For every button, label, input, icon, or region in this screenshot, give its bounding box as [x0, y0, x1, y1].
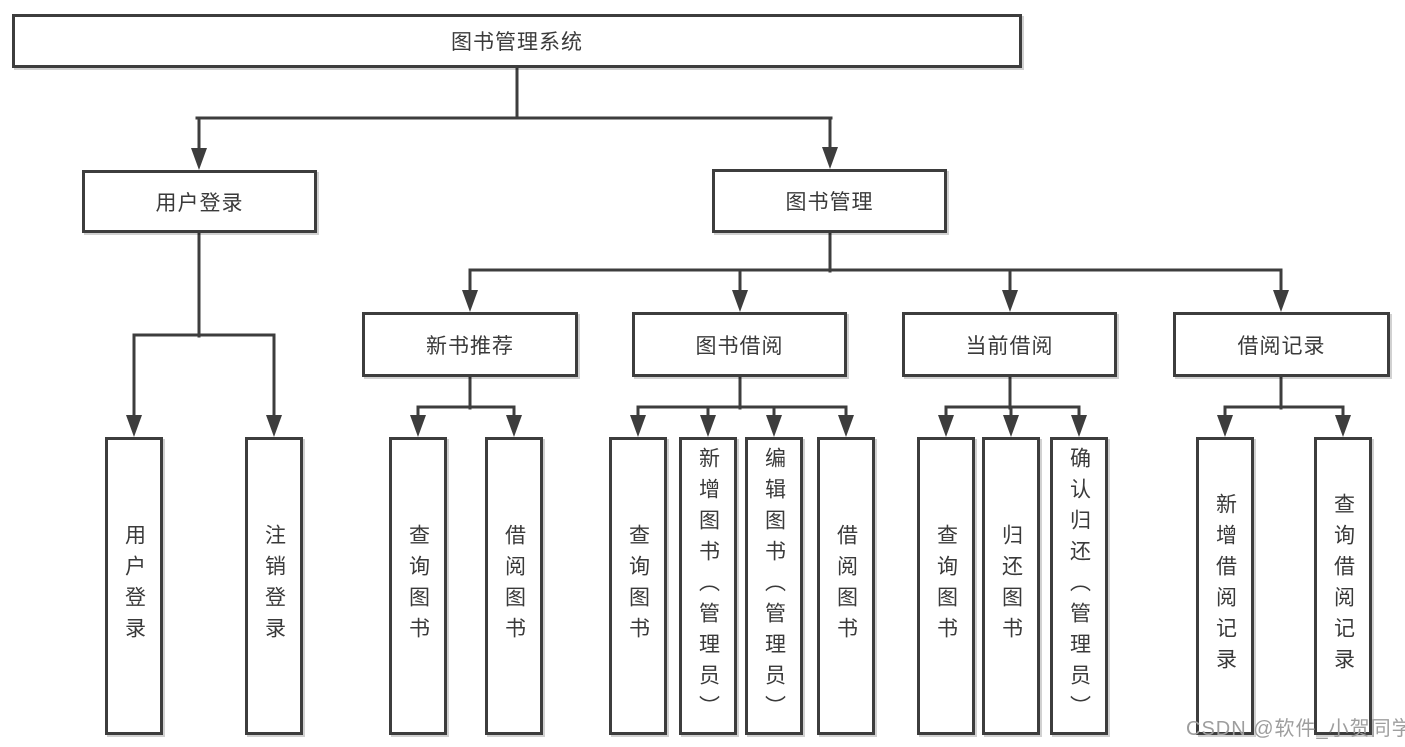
node-user-login: 用户登录	[82, 170, 317, 233]
leaf-logout-label: 注销登录	[262, 524, 286, 648]
leaf-add-borrow-record-label: 新增借阅记录	[1213, 493, 1237, 679]
leaf-query-books-borrow-label: 查询图书	[626, 524, 650, 648]
node-user-login-label: 用户登录	[155, 191, 244, 215]
node-book-borrow: 图书借阅	[632, 312, 847, 377]
leaf-query-borrow-record: 查询借阅记录	[1314, 437, 1372, 735]
leaf-add-book-admin: 新增图书（管理员）	[679, 437, 737, 735]
node-new-book-recommend: 新书推荐	[362, 312, 578, 377]
leaf-query-books-current-label: 查询图书	[934, 524, 958, 648]
node-book-management: 图书管理	[712, 169, 947, 233]
node-book-borrow-label: 图书借阅	[695, 334, 784, 358]
leaf-user-login-label: 用户登录	[122, 524, 146, 648]
node-current-borrow: 当前借阅	[902, 312, 1117, 377]
leaf-borrow-books-label: 借阅图书	[834, 524, 858, 648]
leaf-edit-book-admin-label: 编辑图书（管理员）	[762, 446, 786, 726]
node-new-book-recommend-label: 新书推荐	[426, 334, 514, 358]
leaf-return-book: 归还图书	[982, 437, 1040, 735]
leaf-query-borrow-record-label: 查询借阅记录	[1331, 493, 1355, 679]
leaf-query-books-borrow: 查询图书	[609, 437, 667, 735]
leaf-confirm-return-admin: 确认归还（管理员）	[1050, 437, 1108, 735]
node-book-management-label: 图书管理	[785, 191, 874, 214]
node-borrow-records-label: 借阅记录	[1237, 334, 1326, 358]
leaf-add-borrow-record: 新增借阅记录	[1196, 437, 1254, 735]
leaf-return-book-label: 归还图书	[999, 524, 1023, 648]
node-root-label: 图书管理系统	[451, 31, 583, 54]
leaf-borrow-books: 借阅图书	[817, 437, 875, 735]
leaf-query-books-current: 查询图书	[917, 437, 975, 735]
csdn-watermark: CSDN @软件_小贺同学	[1186, 718, 1405, 740]
node-borrow-records: 借阅记录	[1173, 312, 1390, 377]
leaf-user-login: 用户登录	[105, 437, 163, 735]
leaf-edit-book-admin: 编辑图书（管理员）	[745, 437, 803, 735]
leaf-add-book-admin-label: 新增图书（管理员）	[696, 446, 720, 726]
node-current-borrow-label: 当前借阅	[965, 334, 1054, 358]
leaf-query-books-recommend-label: 查询图书	[406, 524, 430, 648]
leaf-logout: 注销登录	[245, 437, 303, 735]
leaf-confirm-return-admin-label: 确认归还（管理员）	[1067, 446, 1091, 726]
leaf-query-books-recommend: 查询图书	[389, 437, 447, 735]
leaf-borrow-books-recommend-label: 借阅图书	[502, 524, 526, 648]
leaf-borrow-books-recommend: 借阅图书	[485, 437, 543, 735]
node-root-system: 图书管理系统	[12, 14, 1022, 68]
